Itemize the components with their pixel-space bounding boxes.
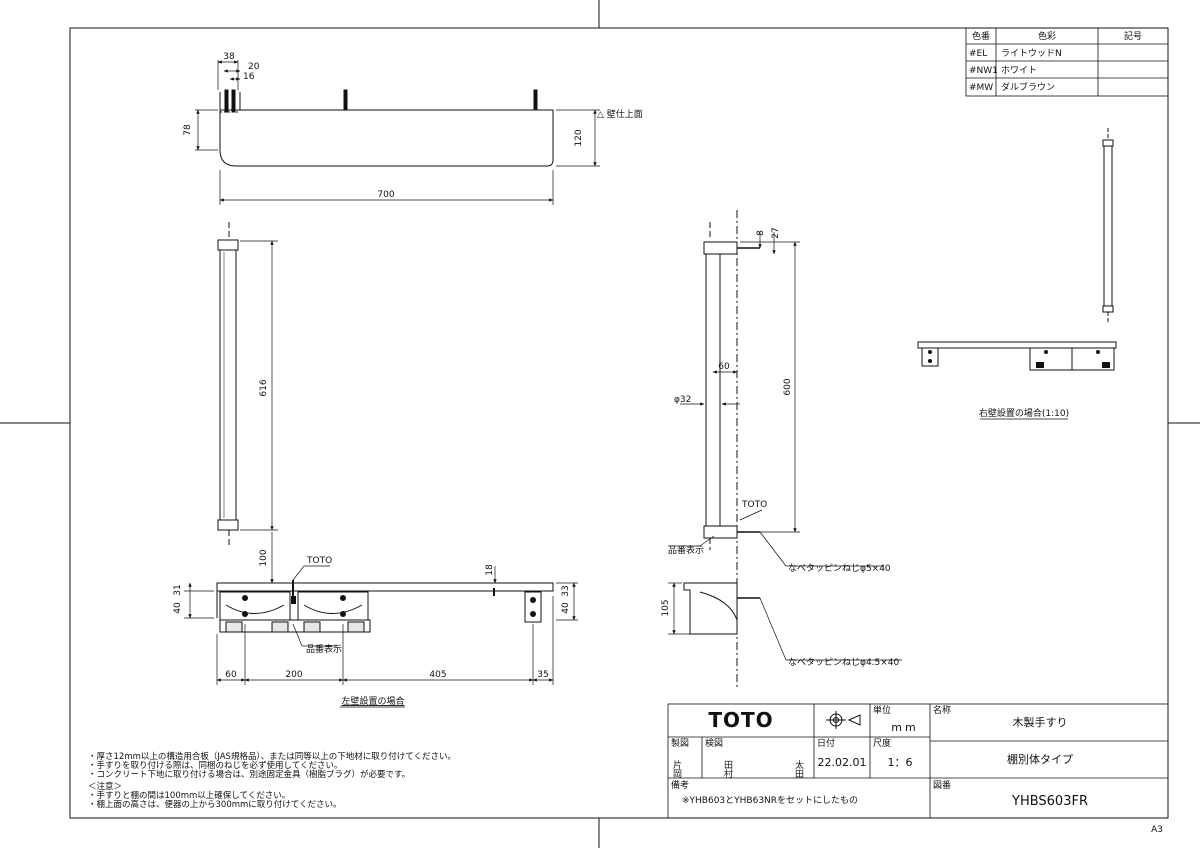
note-6: ・棚上面の高さは、便器の上から300mmに取り付けてください。 [88, 799, 342, 810]
left-elevation-dims [240, 240, 278, 584]
dim-200: 200 [285, 670, 302, 680]
product-name: 木製手すり [1013, 715, 1068, 729]
checked-label: 検図 [705, 737, 723, 749]
sheet-border [69, 27, 1169, 819]
dim-35: 35 [537, 670, 548, 680]
title-block-grid [667, 703, 1169, 819]
dim-60-side: 60 [718, 362, 730, 372]
color-table [965, 27, 1169, 97]
date-value: 22.02.01 [818, 756, 867, 769]
top-view-dimensions [195, 60, 600, 205]
shelf-elevation-dims [184, 565, 578, 685]
color-name-3: ダルブラウン [1001, 81, 1055, 93]
dim-16: 16 [243, 72, 255, 82]
dim-31: 31 [173, 584, 183, 595]
screw-label-1: なべタッピンねじφ5×40 [788, 563, 891, 574]
remarks-label: 備考 [671, 779, 689, 791]
remarks-value: ※YHB603とYHB63NRをセットにしたもの [682, 795, 858, 806]
checked-value-1: 田村 [722, 760, 733, 778]
drafted-label: 製図 [671, 737, 689, 749]
dim-33: 33 [561, 585, 571, 596]
drawing-number: YHBS603FR [1011, 794, 1088, 809]
side-part-label: 品番表示 [668, 544, 704, 556]
dim-100: 100 [259, 549, 269, 566]
dim-20: 20 [248, 62, 260, 72]
left-part-label: 品番表示 [306, 643, 342, 655]
color-header-name: 色彩 [1038, 30, 1056, 42]
date-label: 日付 [817, 738, 835, 749]
left-toto-label: TOTO [306, 556, 332, 566]
unit-value: mm [891, 721, 918, 734]
product-subtitle: 棚別体タイプ [1007, 752, 1073, 766]
note-4: ＜注意＞ [88, 781, 122, 792]
drafted-value: 片岡 [671, 759, 682, 779]
side-toto-label: TOTO [741, 500, 767, 510]
color-name-1: ライトウッドN [1001, 48, 1062, 59]
dim-27: 27 [771, 227, 781, 238]
note-3: ・コンクリート下地に取り付ける場合は、別途固定金具（樹脂プラグ）が必要です。 [88, 769, 410, 780]
side-view-handrail [683, 210, 760, 690]
color-code-2: #NW1 [969, 66, 998, 76]
dim-78: 78 [183, 124, 193, 136]
right-view [917, 128, 1117, 371]
shelf-screws [242, 580, 536, 617]
dim-600: 600 [783, 378, 793, 395]
dim-700: 700 [377, 190, 394, 200]
vertical-handrail [217, 222, 239, 545]
side-view-dims [668, 232, 902, 661]
checked-value-2: 太田 [793, 759, 804, 779]
scale-label: 尺度 [873, 737, 891, 749]
dim-405: 405 [429, 670, 446, 680]
color-header-mark: 記号 [1124, 30, 1142, 42]
right-view-fixings [928, 350, 1110, 368]
right-caption: 右壁設置の場合(1:10) [979, 407, 1069, 419]
brand-logo: TOTO [708, 708, 773, 732]
dim-60: 60 [225, 670, 237, 680]
note-1: ・厚さ12mm以上の構造用合板（JAS規格品）、または同等以上の下地材に取り付け… [88, 751, 456, 762]
unit-label: 単位 [873, 704, 891, 716]
sheet-size: A3 [1151, 825, 1163, 835]
note-5: ・手すりと棚の間は100mm以上確保してください。 [88, 790, 290, 801]
dim-120: 120 [574, 129, 584, 146]
name-label: 名称 [933, 704, 951, 716]
dim-phi32: φ32 [674, 395, 691, 405]
dim-40-left: 40 [173, 602, 183, 614]
color-name-2: ホワイト [1001, 65, 1037, 76]
dim-18: 18 [485, 564, 495, 576]
dim-8: 8 [756, 230, 766, 236]
color-code-1: #EL [969, 49, 987, 59]
dim-38: 38 [223, 52, 235, 62]
dwg-label: 図番 [933, 779, 951, 791]
color-code-3: #MW [969, 83, 993, 93]
top-view-shelf [219, 89, 554, 167]
dim-105: 105 [661, 599, 671, 616]
color-header-code: 色番 [972, 30, 990, 42]
screw-label-2: なべタッピンねじφ4.5×40 [788, 657, 900, 668]
left-caption: 左壁設置の場合 [341, 695, 404, 707]
shelf-elevation [216, 582, 554, 633]
scale-value: 1：6 [888, 756, 913, 769]
note-2: ・手すりを取り付ける際は、同梱のねじを必ず使用してください。 [88, 760, 343, 771]
projection-symbol [826, 711, 861, 729]
wall-finish-label: △ 壁仕上面 [597, 108, 643, 120]
dim-616: 616 [259, 379, 269, 396]
dim-40-right: 40 [561, 602, 571, 614]
